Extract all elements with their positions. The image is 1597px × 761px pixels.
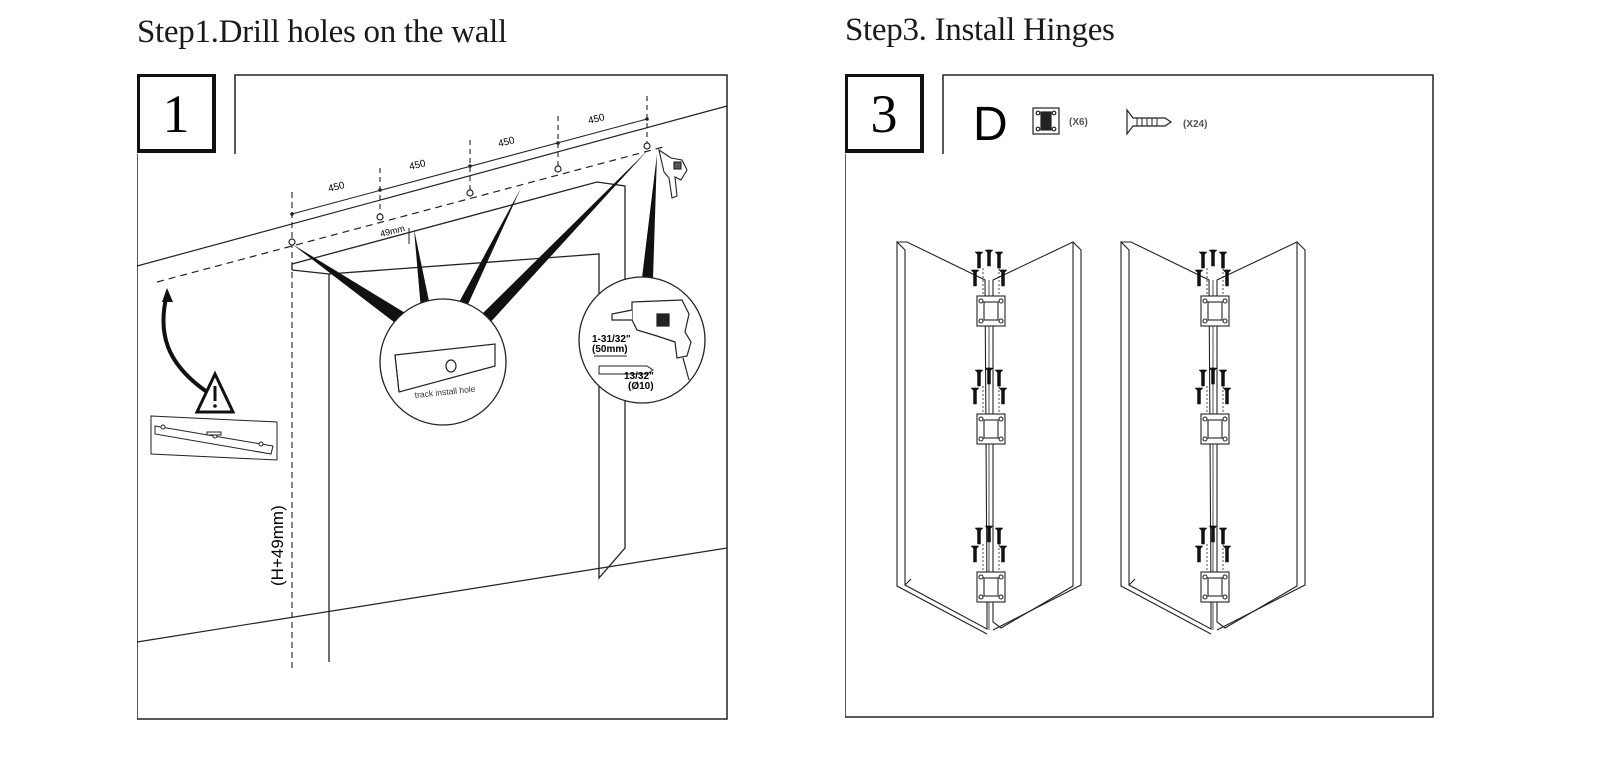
drill-bit-mm: (Ø10) <box>628 381 654 392</box>
hinge <box>976 413 1006 445</box>
step1-title: Step1.Drill holes on the wall <box>137 14 507 50</box>
step1-frame <box>137 74 728 720</box>
hinge <box>976 571 1006 603</box>
screws <box>970 249 1008 287</box>
step3-illustration: 3 D (X6) (X24) <box>845 74 1434 718</box>
left-door-panel <box>895 241 988 630</box>
step3-frame <box>845 74 1434 718</box>
track-dashed-line <box>156 145 668 283</box>
part-letter: D <box>973 98 1008 151</box>
spacing-label-4: 450 <box>587 112 606 127</box>
step3-title: Step3. Install Hinges <box>845 12 1115 48</box>
drill-depth-label: 1-31/32" <box>592 334 631 345</box>
spacing-label-2: 450 <box>408 158 427 173</box>
raise-arrow <box>161 293 209 394</box>
screws <box>1194 367 1232 405</box>
screw-part-icon <box>1126 108 1173 136</box>
step1-illustration: 1 450 450 450 450 49mm track install hol… <box>137 74 728 720</box>
step1-number: 1 <box>163 84 190 144</box>
callout-pointers <box>292 150 657 332</box>
screws <box>970 525 1008 563</box>
ceiling-line <box>137 105 728 267</box>
hinge <box>1200 413 1230 445</box>
drill-icon <box>658 148 688 199</box>
drill-depth-mm: (50mm) <box>592 344 628 355</box>
floor-line <box>137 547 728 643</box>
step1-number-box <box>137 74 216 153</box>
drill-spec-icon <box>611 299 692 381</box>
hinge <box>976 295 1006 327</box>
height-label: (H+49mm) <box>268 505 287 586</box>
hinge-part-icon <box>1032 107 1060 135</box>
hinge-qty: (X6) <box>1069 117 1088 128</box>
hinge <box>1200 295 1230 327</box>
hinge <box>1200 571 1230 603</box>
left-door-panel <box>1119 241 1212 630</box>
door-pair-2 <box>1119 241 1306 635</box>
step3-number: 3 <box>871 84 898 144</box>
drill-holes <box>288 142 651 246</box>
track-hole <box>445 359 457 373</box>
spacing-label-3: 450 <box>497 135 516 150</box>
door-pair-1 <box>895 241 1082 635</box>
step3-number-box <box>845 74 924 153</box>
screws <box>1194 525 1232 563</box>
spacing-label-1: 450 <box>327 180 346 195</box>
screws <box>1194 249 1232 287</box>
screw-qty: (X24) <box>1183 119 1207 130</box>
drill-bit-label: 13/32" <box>624 371 654 382</box>
level-tool <box>150 415 278 461</box>
